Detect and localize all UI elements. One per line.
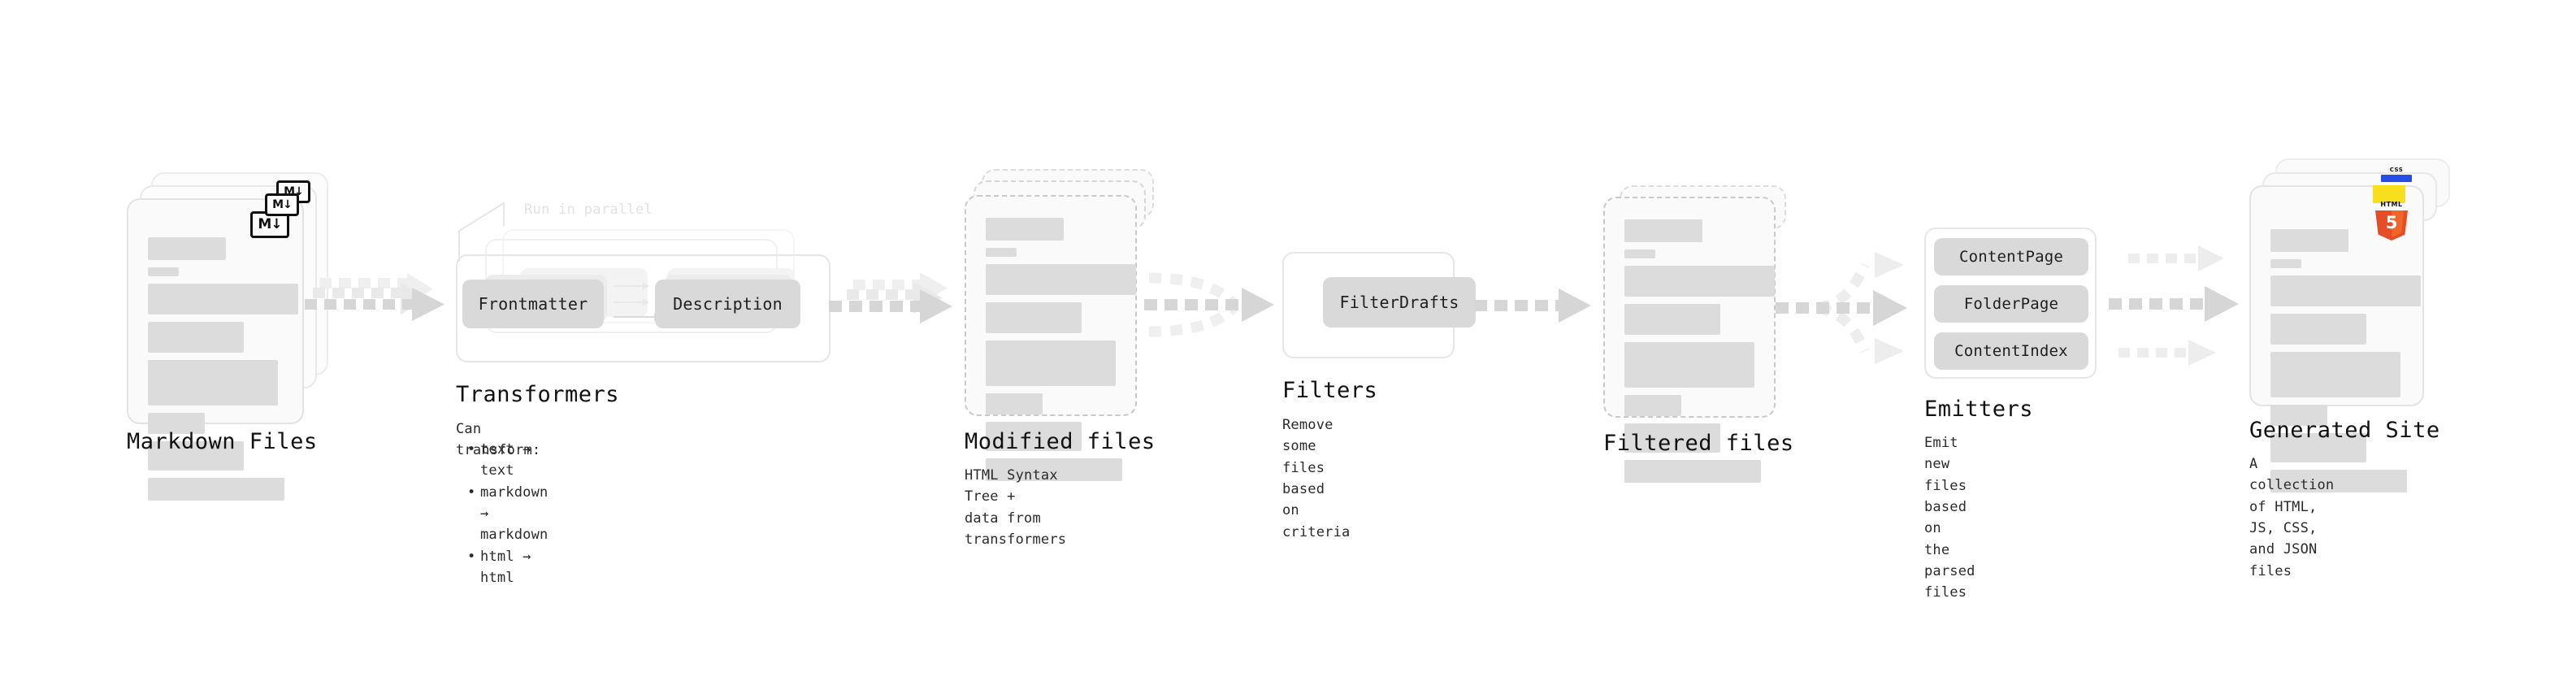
content-bar [148, 478, 284, 501]
transformers-bullets: text → text markdown → markdown html → h… [467, 439, 548, 588]
content-bar [986, 340, 1116, 386]
content-bar [986, 422, 1082, 451]
content-bar [148, 360, 278, 406]
content-bar [2270, 314, 2366, 345]
content-bar [986, 393, 1043, 414]
html5-shield-inner [2392, 210, 2404, 238]
markdown-files-title: Markdown Files [127, 429, 318, 454]
connector-md-to-transformers [305, 273, 445, 338]
filtered-card-content [1624, 219, 1775, 490]
emitter-chip-contentindex[interactable]: ContentIndex [1934, 332, 2088, 370]
content-bar [148, 267, 179, 276]
filters-subtitle: Remove some files based on criteria [1282, 417, 1351, 540]
transformer-chip-description[interactable]: Description [655, 280, 800, 328]
modified-card-front [965, 195, 1137, 481]
content-bar [986, 302, 1082, 333]
transformer-chip-frontmatter[interactable]: Frontmatter [462, 280, 604, 328]
filter-chip-filterdrafts[interactable]: FilterDrafts [1323, 277, 1476, 327]
transformers-title: Transformers [456, 382, 620, 407]
filters-title: Filters [1282, 378, 1378, 403]
content-bar [1624, 219, 1702, 242]
transform-bullet-markdown: markdown → markdown [467, 482, 548, 546]
generated-site-subtitle: A collection of HTML, JS, CSS, and JSON … [2249, 456, 2335, 579]
content-bar [1624, 395, 1681, 416]
site-card-content [2270, 229, 2421, 500]
html5-badge: HTML 5 [2375, 202, 2408, 241]
transform-bullet-html: html → html [467, 546, 548, 589]
emitters-title: Emitters [1924, 397, 2034, 422]
markdown-badge-mid: M↓ [265, 193, 299, 216]
js-badge [2373, 185, 2405, 203]
content-bar [2270, 275, 2421, 306]
content-bar [2270, 259, 2301, 268]
connector-transformers-to-modified [829, 268, 967, 341]
emitter-chip-contentpage[interactable]: ContentPage [1934, 238, 2088, 275]
content-bar [2270, 470, 2407, 492]
content-bar [986, 218, 1064, 241]
markdown-card-content [148, 237, 298, 508]
content-bar [986, 458, 1122, 481]
generated-site-title: Generated Site [2249, 418, 2440, 443]
css-badge [2381, 167, 2412, 182]
html5-badge-number: 5 [2385, 213, 2398, 232]
content-bar [2270, 433, 2366, 462]
content-bar [2270, 229, 2348, 252]
content-bar [1624, 266, 1775, 297]
filtered-files-title: Filtered files [1603, 431, 1794, 456]
content-bar [1624, 423, 1720, 453]
content-bar [1624, 304, 1720, 335]
emitters-subtitle: Emit new files based on the parsed files [1924, 435, 1975, 601]
content-bar [986, 264, 1136, 295]
run-in-parallel-bracket [458, 202, 505, 262]
html5-badge-label: HTML [2380, 201, 2403, 208]
content-bar [148, 237, 226, 260]
content-bar [148, 441, 244, 471]
content-bar [986, 248, 1017, 257]
modified-card-content [986, 218, 1136, 488]
content-bar [2270, 352, 2400, 397]
filtered-card-front [1603, 197, 1776, 483]
run-in-parallel-label: Run in parallel [524, 202, 653, 218]
connector-emitters-to-site [2109, 234, 2255, 380]
emitters-group [1924, 228, 2097, 379]
markdown-card-front: M↓ [127, 198, 304, 501]
connector-filtered-to-emitters [1776, 236, 1922, 382]
connector-filters-to-filtered [1463, 284, 1593, 333]
content-bar [148, 322, 244, 353]
connector-modified-to-filters [1138, 244, 1284, 358]
emitter-chip-folderpage[interactable]: FolderPage [1934, 285, 2088, 323]
content-bar [1624, 342, 1754, 388]
content-bar [148, 413, 205, 434]
content-bar [1624, 249, 1655, 258]
transform-bullet-text: text → text [467, 439, 548, 482]
modified-files-subtitle: HTML Syntax Tree + data from transformer… [965, 467, 1067, 549]
modified-files-title: Modified files [965, 429, 1156, 454]
content-bar [1624, 460, 1761, 483]
content-bar [148, 284, 298, 314]
stage-generated-site: HTML 5 Generated Site A collection of HT… [0, 0, 2450, 579]
content-bar [2270, 405, 2327, 426]
